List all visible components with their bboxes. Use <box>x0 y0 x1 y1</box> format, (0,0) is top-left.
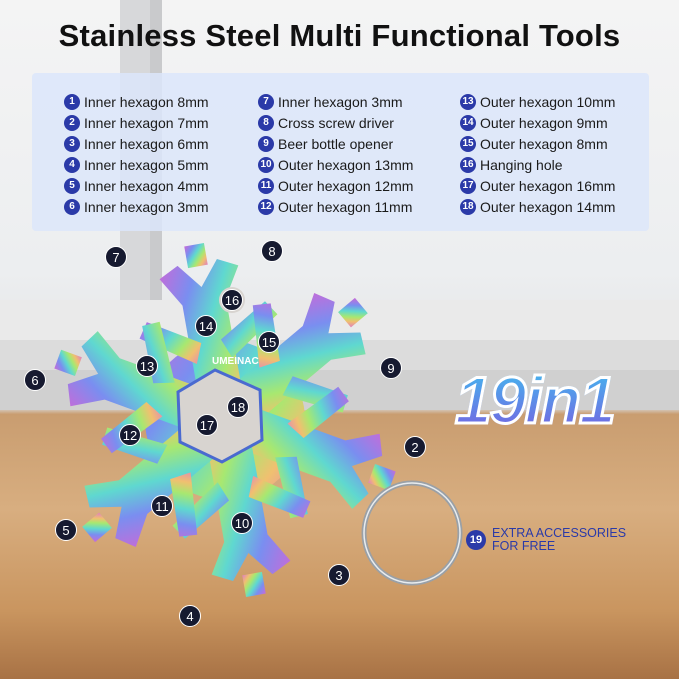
feature-number-badge: 14 <box>460 114 476 131</box>
feature-number-badge: 4 <box>64 156 80 173</box>
tool-marker-10: 10 <box>231 512 253 534</box>
tool-marker-11: 11 <box>151 495 173 517</box>
key-ring-highlight <box>363 482 461 584</box>
feature-number-badge: 15 <box>460 135 476 152</box>
feature-label: Outer hexagon 10mm <box>480 93 616 110</box>
feature-label: Inner hexagon 7mm <box>84 114 209 131</box>
tool-marker-2: 2 <box>404 436 426 458</box>
tool-marker-15: 15 <box>258 331 280 353</box>
feature-label: Hanging hole <box>480 156 563 173</box>
tool-marker-3: 3 <box>328 564 350 586</box>
tool-marker-6: 6 <box>24 369 46 391</box>
feature-number-badge: 17 <box>460 177 476 194</box>
center-hexagon-hole <box>176 368 264 464</box>
tool-marker-4: 4 <box>179 605 201 627</box>
feature-label: Inner hexagon 4mm <box>84 177 209 194</box>
feature-label: Inner hexagon 6mm <box>84 135 209 152</box>
tool-marker-7: 7 <box>105 246 127 268</box>
tool-marker-13: 13 <box>136 355 158 377</box>
feature-label: Outer hexagon 13mm <box>278 156 414 173</box>
tool-marker-5: 5 <box>55 519 77 541</box>
feature-label: Outer hexagon 9mm <box>480 114 608 131</box>
tool-marker-14: 14 <box>195 315 217 337</box>
feature-label: Inner hexagon 3mm <box>278 93 403 110</box>
feature-number-badge: 9 <box>258 135 274 152</box>
tool-marker-8: 8 <box>261 240 283 262</box>
accessory-number-badge: 19 <box>466 530 486 550</box>
feature-number-badge: 11 <box>258 177 274 194</box>
feature-number-badge: 6 <box>64 198 80 215</box>
feature-label: Inner hexagon 5mm <box>84 156 209 173</box>
feature-number-badge: 12 <box>258 198 274 215</box>
feature-label: Outer hexagon 14mm <box>480 198 616 215</box>
accessory-note: 19 EXTRA ACCESSORIES FOR FREE <box>466 527 626 553</box>
brand-logo: UMEINAC <box>212 356 259 367</box>
tool-marker-16: 16 <box>221 289 243 311</box>
feature-number-badge: 7 <box>258 93 274 110</box>
tool-marker-18: 18 <box>227 396 249 418</box>
19in1-badge: 19in1 <box>454 362 618 439</box>
tool-marker-17: 17 <box>196 414 218 436</box>
feature-label: Outer hexagon 16mm <box>480 177 616 194</box>
feature-label: Outer hexagon 11mm <box>278 198 413 215</box>
feature-label: Cross screw driver <box>278 114 394 131</box>
feature-number-badge: 2 <box>64 114 80 131</box>
feature-number-badge: 3 <box>64 135 80 152</box>
feature-number-badge: 18 <box>460 198 476 215</box>
feature-number-badge: 1 <box>64 93 80 110</box>
feature-label: Inner hexagon 3mm <box>84 198 209 215</box>
tool-marker-9: 9 <box>380 357 402 379</box>
feature-number-badge: 5 <box>64 177 80 194</box>
feature-number-badge: 10 <box>258 156 274 173</box>
feature-number-badge: 16 <box>460 156 476 173</box>
feature-label: Inner hexagon 8mm <box>84 93 209 110</box>
feature-number-badge: 13 <box>460 93 476 110</box>
page-title: Stainless Steel Multi Functional Tools <box>58 18 621 53</box>
feature-number-badge: 8 <box>258 114 274 131</box>
feature-label: Outer hexagon 8mm <box>480 135 608 152</box>
tool-marker-12: 12 <box>119 424 141 446</box>
accessory-line-1: EXTRA ACCESSORIES <box>492 526 627 540</box>
feature-label: Outer hexagon 12mm <box>278 177 414 194</box>
feature-label: Beer bottle opener <box>278 135 394 152</box>
accessory-line-2: FOR FREE <box>492 539 556 553</box>
